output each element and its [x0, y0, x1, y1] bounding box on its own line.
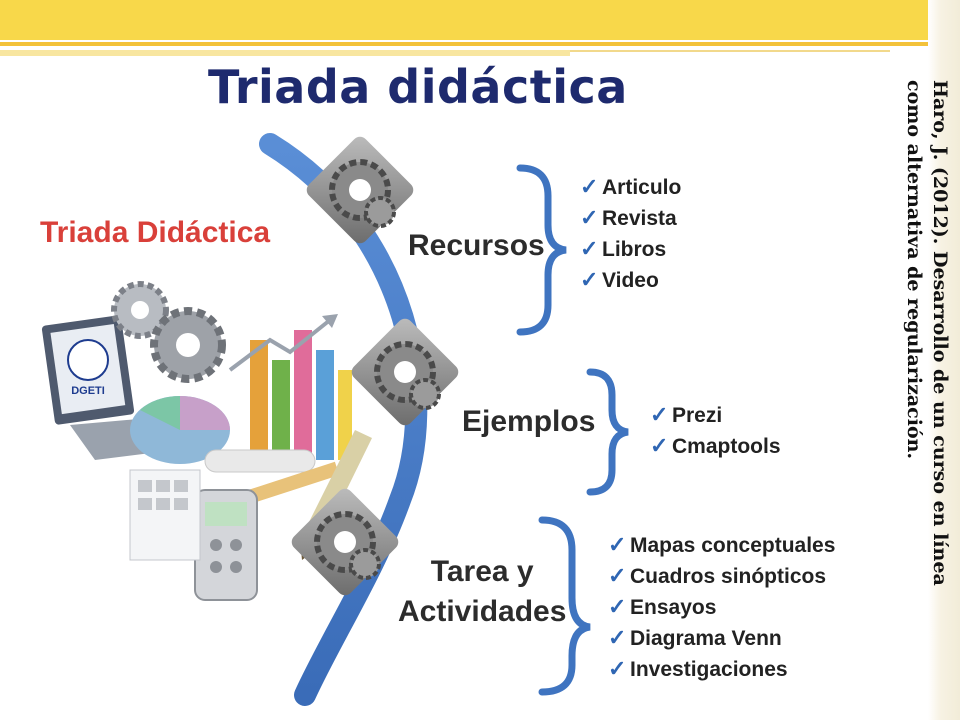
diagram-graphics: DGETI	[41, 133, 629, 706]
triad-diagram: DGETI	[0, 120, 900, 720]
checkmark-icon: ✓	[608, 625, 627, 650]
checkmark-icon: ✓	[580, 267, 599, 292]
brace-ejemplos	[586, 368, 629, 496]
category-label-tarea-line2: Actividades	[398, 595, 567, 628]
checkmark-icon: ✓	[608, 532, 627, 557]
top-yellow-band	[0, 0, 960, 40]
list-item: ✓Revista	[580, 203, 681, 234]
list-ejemplos: ✓Prezi ✓Cmaptools	[650, 400, 781, 462]
gear-tile-recursos	[306, 136, 414, 244]
category-label-tarea-line1: Tarea y	[430, 555, 534, 588]
list-item: ✓Cuadros sinópticos	[608, 561, 835, 592]
checkmark-icon: ✓	[608, 656, 627, 681]
right-decorative-rail	[928, 0, 960, 720]
list-item: ✓Video	[580, 265, 681, 296]
list-item: ✓Investigaciones	[608, 654, 835, 685]
checkmark-icon: ✓	[608, 594, 627, 619]
illustration-clipart: DGETI	[41, 281, 372, 601]
brace-tarea	[538, 516, 591, 696]
checkmark-icon: ✓	[580, 236, 599, 261]
category-label-recursos: Recursos	[408, 229, 545, 262]
gear-tile-ejemplos	[351, 318, 459, 426]
checkmark-icon: ✓	[650, 402, 669, 427]
list-item: ✓Diagrama Venn	[608, 623, 835, 654]
brace-recursos	[516, 164, 567, 336]
list-item: ✓Libros	[580, 234, 681, 265]
gear-tile-tarea	[291, 488, 399, 596]
list-item: ✓Cmaptools	[650, 431, 781, 462]
list-recursos: ✓Articulo ✓Revista ✓Libros ✓Video	[580, 172, 681, 296]
list-tarea: ✓Mapas conceptuales ✓Cuadros sinópticos …	[608, 530, 835, 685]
citation-text: Haro, J. (2012). Desarrollo de un curso …	[903, 80, 951, 586]
top-accent-line-thin	[0, 50, 570, 56]
citation-block: Haro, J. (2012). Desarrollo de un curso …	[897, 80, 957, 640]
list-item: ✓Ensayos	[608, 592, 835, 623]
diagram-title: Triada Didáctica	[40, 216, 271, 249]
logo-text: DGETI	[71, 385, 105, 397]
list-item: ✓Articulo	[580, 172, 681, 203]
top-accent-line	[0, 42, 960, 46]
category-label-ejemplos: Ejemplos	[462, 405, 596, 438]
checkmark-icon: ✓	[580, 205, 599, 230]
checkmark-icon: ✓	[608, 563, 627, 588]
checkmark-icon: ✓	[650, 433, 669, 458]
category-label-tarea: Tarea y Actividades	[398, 552, 566, 632]
list-item: ✓Prezi	[650, 400, 781, 431]
list-item: ✓Mapas conceptuales	[608, 530, 835, 561]
checkmark-icon: ✓	[580, 174, 599, 199]
slide-title: Triada didáctica	[208, 60, 628, 114]
top-accent-line-right	[570, 50, 890, 52]
